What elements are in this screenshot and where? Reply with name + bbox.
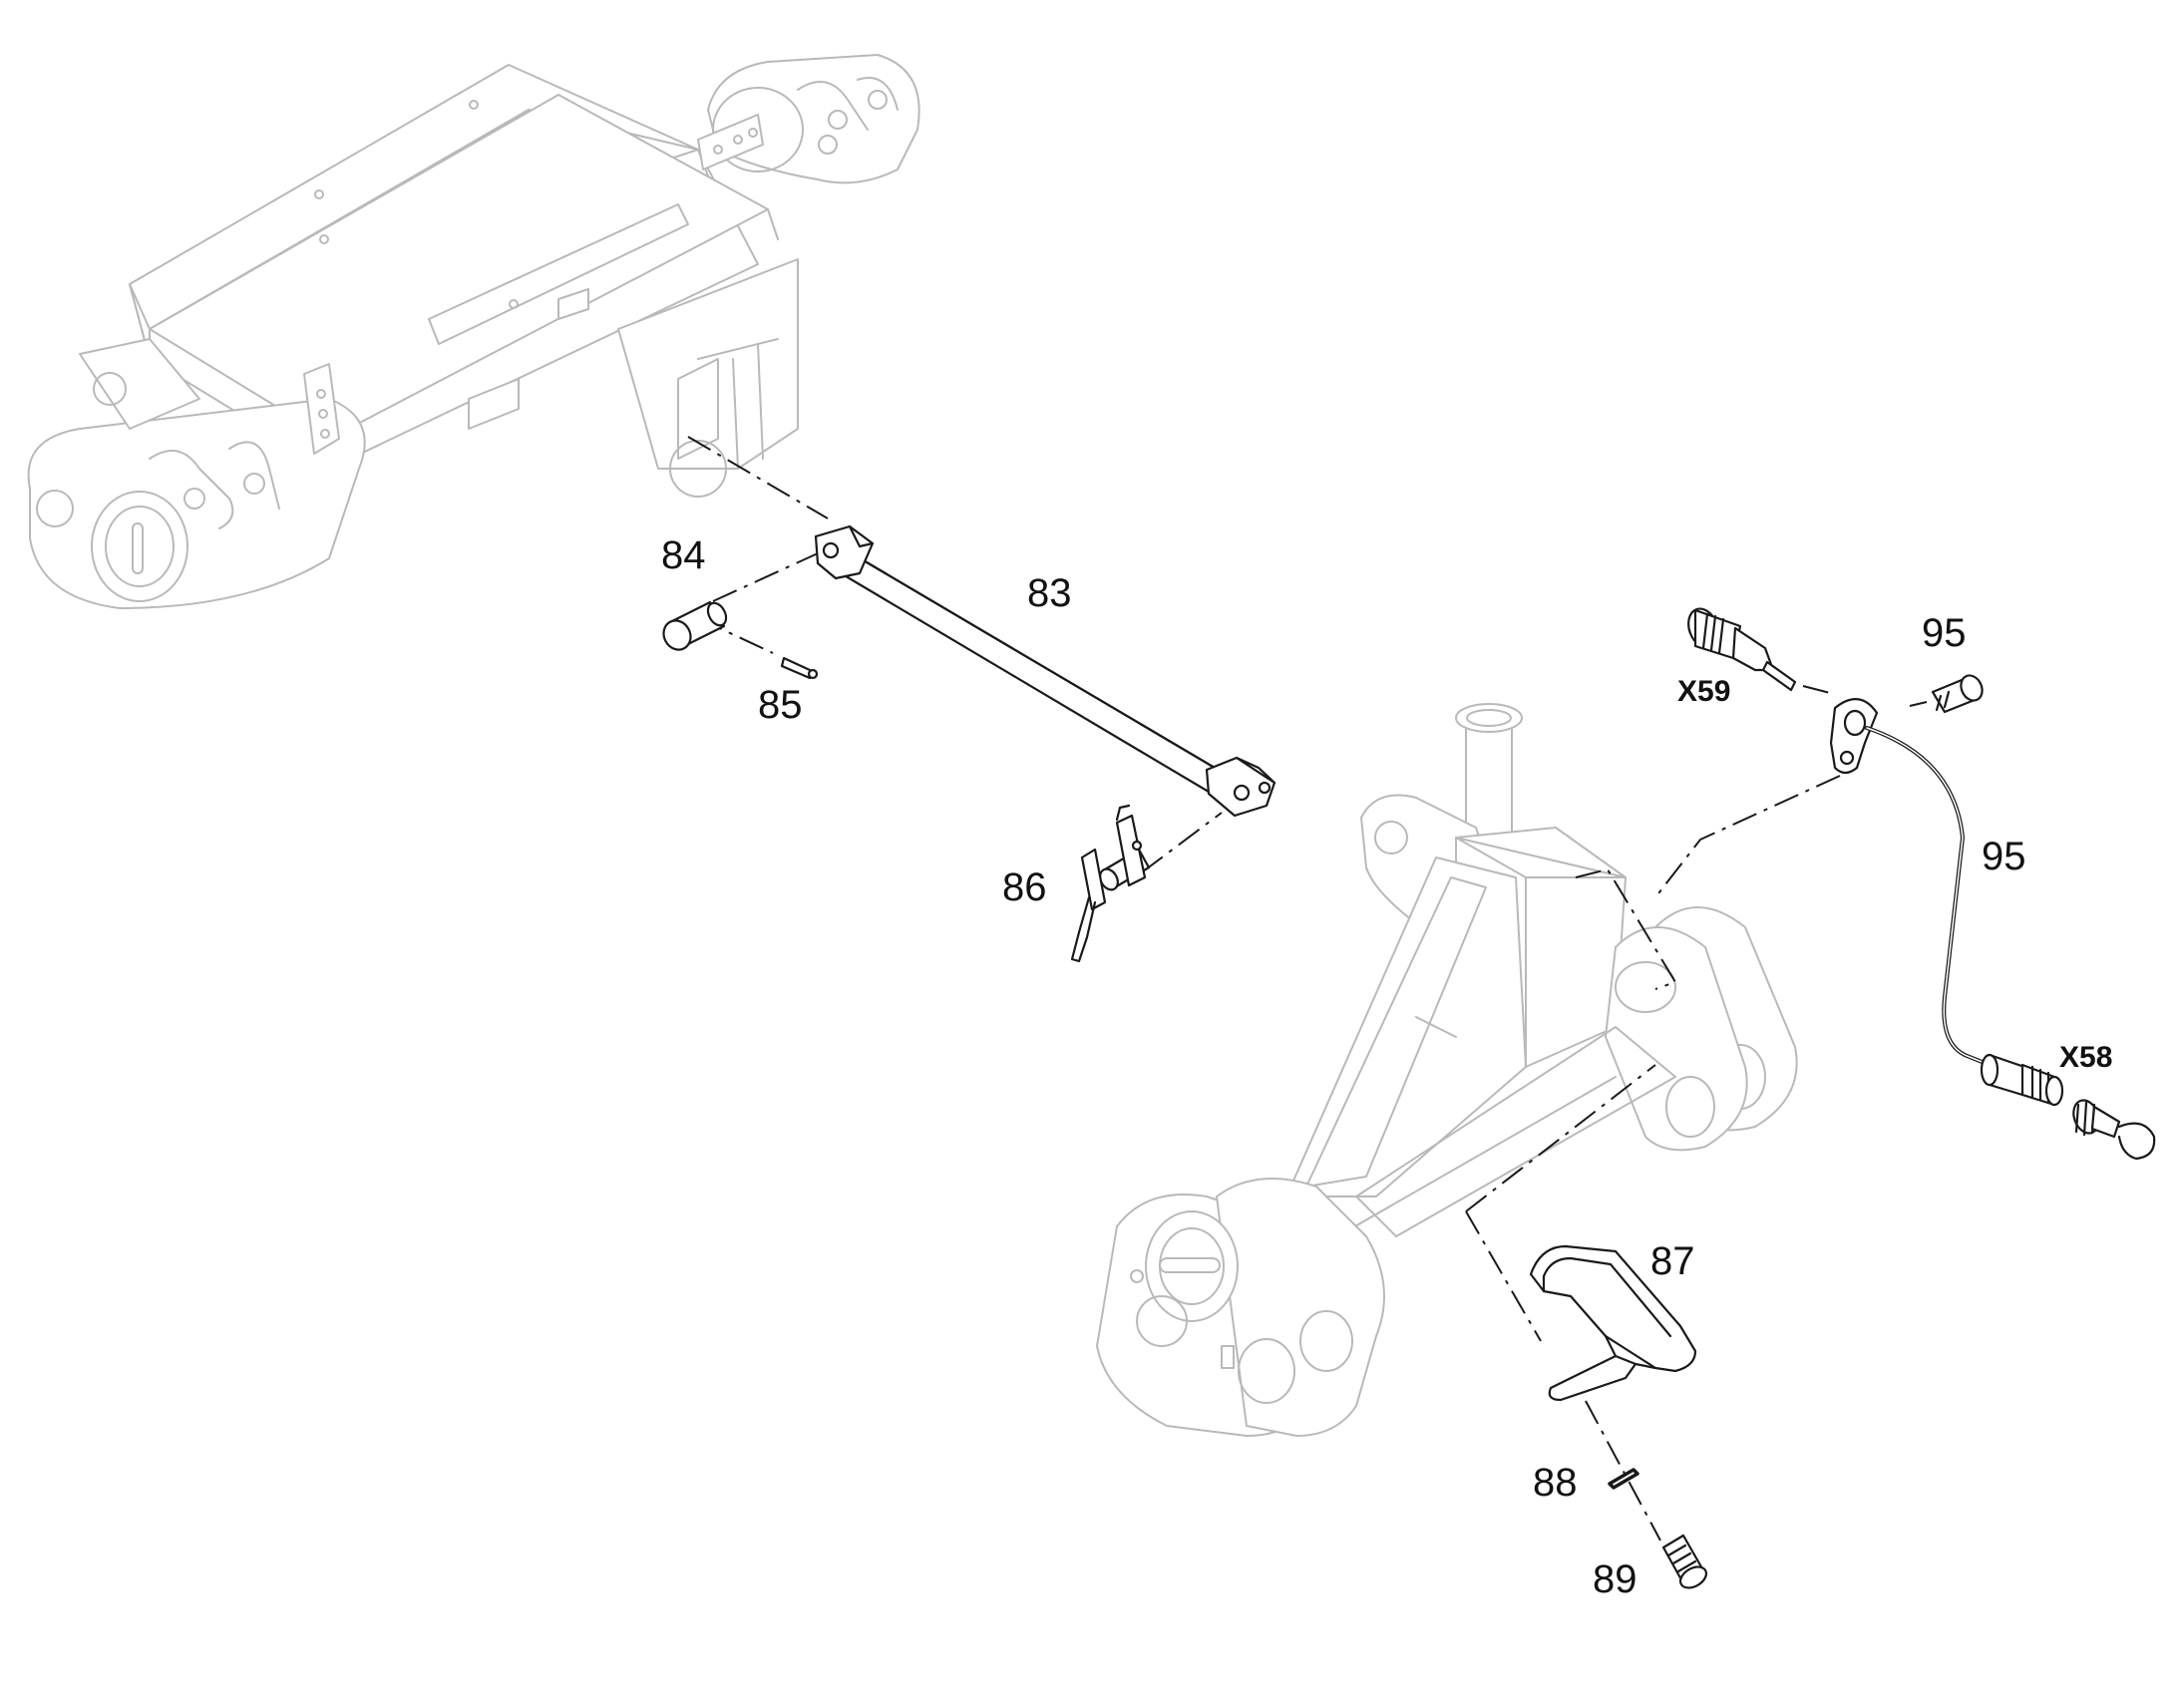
part-89-bolt	[1661, 1534, 1708, 1589]
part-83-link-rod	[814, 524, 1276, 818]
upper-right-cylinder	[707, 54, 920, 184]
leader-95-bolt	[1909, 701, 1928, 707]
callout-87: 87	[1650, 1239, 1695, 1283]
part-86-lanyard-pin	[1070, 804, 1151, 963]
leader-83-to-frame	[687, 436, 829, 519]
part-88-washer	[1608, 1468, 1639, 1490]
part-85-cotter-pin	[780, 656, 819, 680]
leader-86-to-link	[1141, 812, 1223, 873]
leader-95-bracket	[1575, 867, 1677, 990]
callout-84: 84	[661, 533, 706, 577]
connector-cap	[2072, 1099, 2156, 1161]
connector-label-x59: X59	[1677, 675, 1730, 708]
leader-87-down	[1465, 1210, 1542, 1342]
connector-label-x58: X58	[2059, 1041, 2112, 1074]
callout-95-cable: 95	[1982, 835, 2026, 878]
leader-88-89	[1585, 1400, 1661, 1541]
callout-83: 83	[1027, 571, 1072, 615]
connector-x58	[1980, 1053, 2064, 1107]
leader-x59	[1802, 685, 1831, 694]
pedestal-frame	[1096, 703, 1798, 1437]
leader-lines	[687, 436, 1928, 1541]
leader-84-to-link	[712, 552, 819, 602]
leader-95-clamp	[1654, 775, 1841, 898]
callout-95-bolt: 95	[1922, 611, 1967, 655]
callout-88: 88	[1533, 1461, 1578, 1505]
part-87-guard-plate	[1529, 1244, 1697, 1402]
callout-86: 86	[1002, 865, 1047, 909]
part-84-pin	[662, 600, 728, 651]
lower-left-cylinder	[27, 398, 366, 609]
callout-85: 85	[758, 683, 803, 727]
connector-x59	[1687, 607, 1797, 692]
part-95-sensor-cable	[1687, 607, 2156, 1161]
axle-frame-assembly	[27, 54, 920, 609]
callout-labels: 84 83 85 86 95 95 87 88 89 X59 X58	[661, 533, 2112, 1601]
leader-87	[1465, 1064, 1656, 1212]
callout-89: 89	[1593, 1557, 1637, 1601]
part-95-bolt	[1931, 674, 1984, 714]
